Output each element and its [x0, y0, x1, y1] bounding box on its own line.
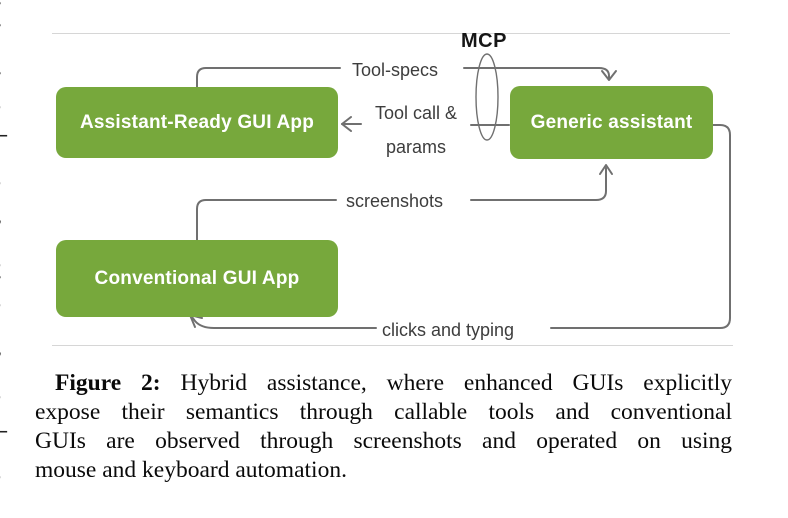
node-conventional-gui-app: Conventional GUI App [56, 240, 338, 317]
edge-label-tool-specs: Tool-specs [352, 60, 439, 80]
screenshots-arrowhead-up-icon [599, 164, 613, 175]
edge-label-screenshots: screenshots [346, 191, 444, 211]
tool-specs-connector-left [196, 67, 341, 88]
left-edge-crop-mark: – [0, 420, 10, 440]
edge-label-line: Tool call & [374, 103, 458, 123]
mcp-label: MCP [461, 30, 507, 52]
left-edge-crop-mark: . [0, 168, 10, 188]
clicks-connector-left [191, 316, 377, 329]
node-label: Generic assistant [530, 111, 693, 133]
tool-specs-arrowhead-down-icon [601, 70, 617, 81]
left-edge-crop-mark: . [0, 250, 10, 270]
edge-label-line: params [385, 137, 447, 157]
left-edge-crop-mark: , [0, 206, 10, 226]
figure-caption: Figure 2: Hybrid assistance, where enhan… [35, 369, 732, 485]
caption-line: expose their semantics through callable … [35, 399, 732, 425]
mcp-boundary-ellipse [475, 53, 499, 141]
node-generic-assistant: Generic assistant [510, 86, 713, 159]
tool-call-arrowhead-left-icon [341, 116, 352, 132]
node-label: Assistant-Ready GUI App [79, 111, 315, 133]
left-edge-crop-mark: . [0, 58, 10, 78]
left-edge-crop-mark: . [0, 0, 10, 8]
left-edge-crop-mark: . [0, 10, 10, 30]
edge-label-tool-call-params: Tool call & params [363, 96, 469, 164]
clicks-connector-right [550, 124, 731, 329]
left-edge-crop-mark: . [0, 262, 10, 282]
caption-figure-number: Figure 2: [55, 370, 161, 396]
left-edge-crop-mark: . [0, 382, 10, 402]
caption-line: mouse and keyboard automation. [35, 457, 347, 483]
tool-specs-connector-right [463, 67, 610, 79]
figure-bottom-rule [52, 345, 733, 346]
node-label: Conventional GUI App [94, 267, 300, 289]
left-edge-crop-mark: , [0, 338, 10, 358]
caption-line: Figure 2: Hybrid assistance, where enhan… [35, 369, 732, 398]
node-assistant-ready-gui-app: Assistant-Ready GUI App [56, 87, 338, 158]
edge-label-clicks-and-typing: clicks and typing [382, 320, 515, 340]
caption-text: Hybrid assistance, where enhanced GUIs e… [180, 370, 733, 396]
caption-line: GUIs are observed through screenshots an… [35, 428, 732, 454]
screenshots-connector-left [196, 199, 337, 241]
left-edge-crop-mark: . [0, 462, 10, 482]
figure-top-rule [52, 33, 730, 34]
left-edge-crop-mark: . [0, 290, 10, 310]
left-edge-crop-mark: . [0, 92, 10, 112]
left-edge-crop-mark: – [0, 124, 10, 144]
screenshots-connector-right [470, 167, 607, 201]
